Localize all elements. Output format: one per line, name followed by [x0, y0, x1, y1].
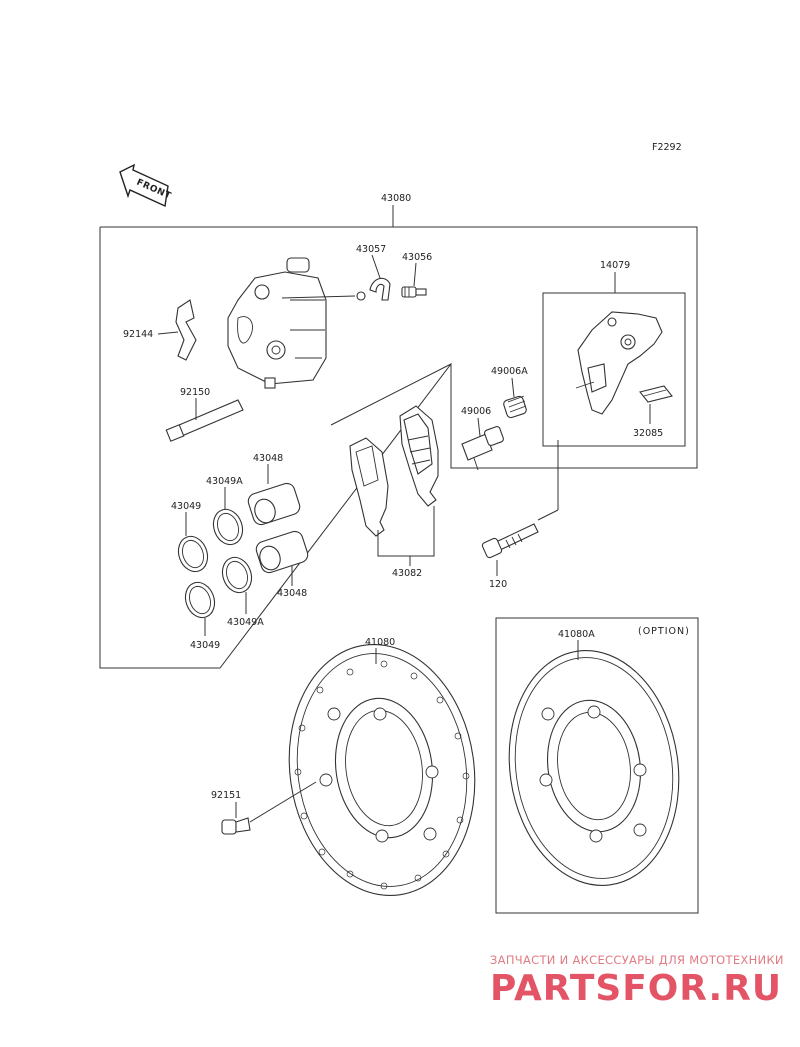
leader-49006A	[511, 377, 515, 398]
leader-43057	[371, 254, 381, 279]
label-49006A: 49006A	[491, 366, 528, 377]
label-92151: 92151	[211, 790, 241, 801]
brake-pad-left	[349, 437, 389, 537]
part-labels: 43080 43057 43056 14079 92144 92150 4900…	[123, 193, 663, 801]
leader-49006	[477, 417, 481, 437]
label-32085: 32085	[633, 428, 663, 439]
caliper-body	[227, 257, 327, 389]
clip-43057	[356, 277, 391, 301]
label-43057: 43057	[356, 244, 386, 255]
label-43049-a: 43049	[171, 501, 201, 512]
label-41080A: 41080A	[558, 629, 595, 640]
label-43080: 43080	[381, 193, 411, 204]
label-43048-a: 43048	[253, 453, 283, 464]
label-43049-b: 43049	[190, 640, 220, 651]
watermark-logo: PARTSFOR.RU	[490, 968, 782, 1009]
pin-49006	[461, 426, 504, 471]
leader-92151-to-disc	[249, 781, 317, 823]
leader-43082	[377, 506, 435, 557]
leader-43057-to-caliper	[281, 295, 356, 299]
watermark: ЗАПЧАСТИ И АКСЕССУАРЫ ДЛЯ МОТОТЕХНИКИ PA…	[490, 953, 784, 1009]
label-43056: 43056	[402, 252, 432, 263]
seal-43049-lower	[184, 581, 216, 619]
diagram-code: F2292	[652, 142, 682, 153]
leader-43056	[413, 262, 417, 287]
brake-pad-right	[399, 405, 439, 507]
piston-lower	[255, 530, 309, 574]
plate-32085	[639, 385, 673, 403]
option-label: (OPTION)	[638, 626, 690, 637]
brake-disc-41080A	[508, 650, 680, 886]
seal-43049A-upper	[212, 508, 244, 546]
leader-120-dash	[537, 509, 559, 521]
caliper-assembly-frame	[99, 226, 698, 669]
label-49006: 49006	[461, 406, 491, 417]
bolt-120	[481, 523, 539, 559]
label-92144: 92144	[123, 329, 153, 340]
label-43049A-a: 43049A	[206, 476, 243, 487]
front-arrow-icon: FRONT	[119, 163, 173, 208]
pad-frame	[330, 363, 452, 426]
seal-43049-upper	[177, 535, 209, 573]
screw-92151	[221, 817, 251, 835]
leader-92144	[157, 331, 179, 335]
label-43048-b: 43048	[277, 588, 307, 599]
label-43049A-b: 43049A	[227, 617, 264, 628]
option-frame	[495, 617, 699, 914]
pin-92150	[165, 399, 244, 442]
caliper-bracket-14079	[575, 311, 663, 415]
bleeder-43056	[401, 286, 427, 298]
label-92150: 92150	[180, 387, 210, 398]
pad-spring-92144	[175, 299, 197, 361]
brake-disc-41080	[288, 644, 476, 896]
bracket-frame	[542, 292, 686, 447]
seal-43049A-lower	[221, 556, 253, 594]
label-120: 120	[489, 579, 507, 590]
watermark-tagline: ЗАПЧАСТИ И АКСЕССУАРЫ ДЛЯ МОТОТЕХНИКИ	[490, 953, 784, 967]
label-14079: 14079	[600, 260, 630, 271]
piston-upper	[247, 482, 301, 526]
label-43082: 43082	[392, 568, 422, 579]
label-41080: 41080	[365, 637, 395, 648]
boot-49006A	[503, 395, 527, 419]
